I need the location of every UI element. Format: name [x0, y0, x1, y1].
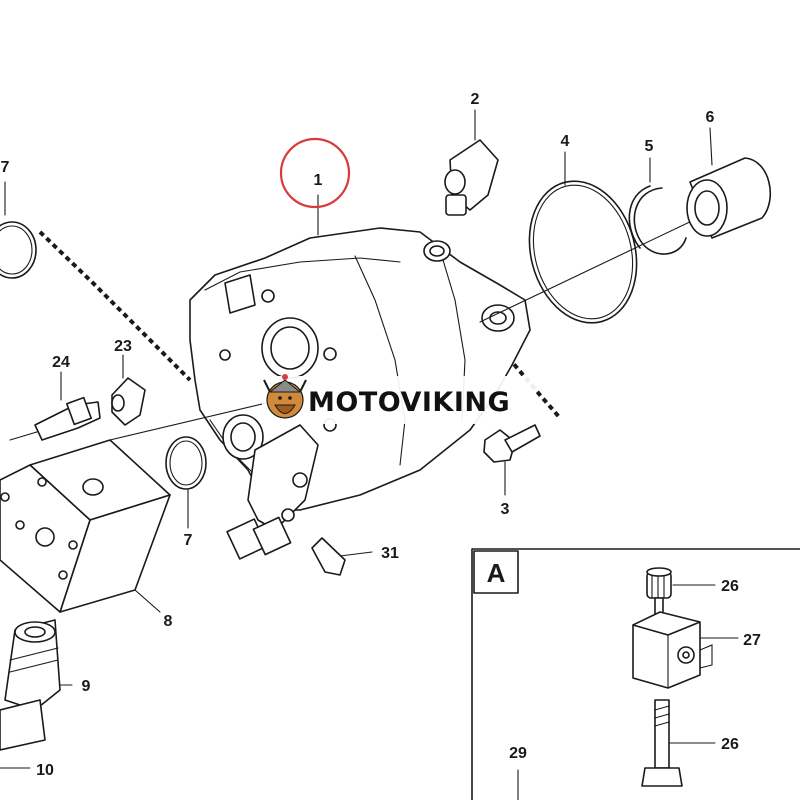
- inset-callout-26a: 26: [721, 578, 739, 595]
- o-ring-block: [165, 436, 207, 490]
- elbow-fitting-23: [111, 377, 146, 426]
- callout-7b: 7: [184, 532, 193, 549]
- valve-block: [0, 439, 171, 613]
- o-ring-large-inner: [532, 184, 634, 320]
- sensor-24: [34, 396, 101, 441]
- bushing: [686, 157, 771, 239]
- part-10-body: [0, 699, 46, 751]
- highlight-circle: [279, 137, 351, 209]
- callout-8: 8: [164, 613, 173, 630]
- o-ring-large: [528, 180, 638, 324]
- callout-9: 9: [82, 678, 91, 695]
- pump-solenoid: [226, 424, 319, 560]
- watermark-text: MOTOVIKING: [308, 387, 510, 418]
- leader-6: [709, 127, 713, 166]
- snap-ring: [628, 185, 687, 255]
- inset-callout-29: 29: [509, 745, 527, 762]
- callout-10: 10: [36, 762, 54, 779]
- callout-3: 3: [501, 501, 510, 518]
- callout-5: 5: [645, 138, 654, 155]
- callout-7a: 7: [1, 159, 10, 176]
- inset-callout-27: 27: [743, 632, 761, 649]
- callout-4: 4: [561, 133, 570, 150]
- pump-body: [189, 227, 531, 511]
- callout-2: 2: [471, 91, 480, 108]
- callout-23: 23: [114, 338, 132, 355]
- o-ring-left-top: [0, 221, 37, 279]
- callout-6: 6: [706, 109, 715, 126]
- watermark: MOTOVIKING: [262, 374, 536, 424]
- inset-knob: [646, 567, 672, 615]
- o-ring-left-top-inner: [0, 225, 33, 275]
- inset-screw: [641, 699, 683, 787]
- leader-8: [134, 589, 161, 613]
- cartridge-valve: [4, 619, 61, 711]
- dashed-line-left: [38, 230, 192, 382]
- bolt: [483, 424, 541, 463]
- inset-coil: [632, 611, 713, 689]
- callout-31: 31: [381, 545, 399, 562]
- elbow-fitting: [444, 139, 499, 216]
- inset-letter: A: [487, 558, 506, 588]
- fitting-31: [311, 537, 346, 576]
- inset-callout-26b: 26: [721, 736, 739, 753]
- o-ring-block-inner: [169, 440, 203, 486]
- callout-1: 1: [314, 172, 323, 189]
- leader-31: [339, 551, 373, 557]
- callout-24: 24: [52, 354, 70, 371]
- inset-panel: A 26 27 26 29: [471, 548, 800, 800]
- viking-logo-icon: [263, 374, 307, 419]
